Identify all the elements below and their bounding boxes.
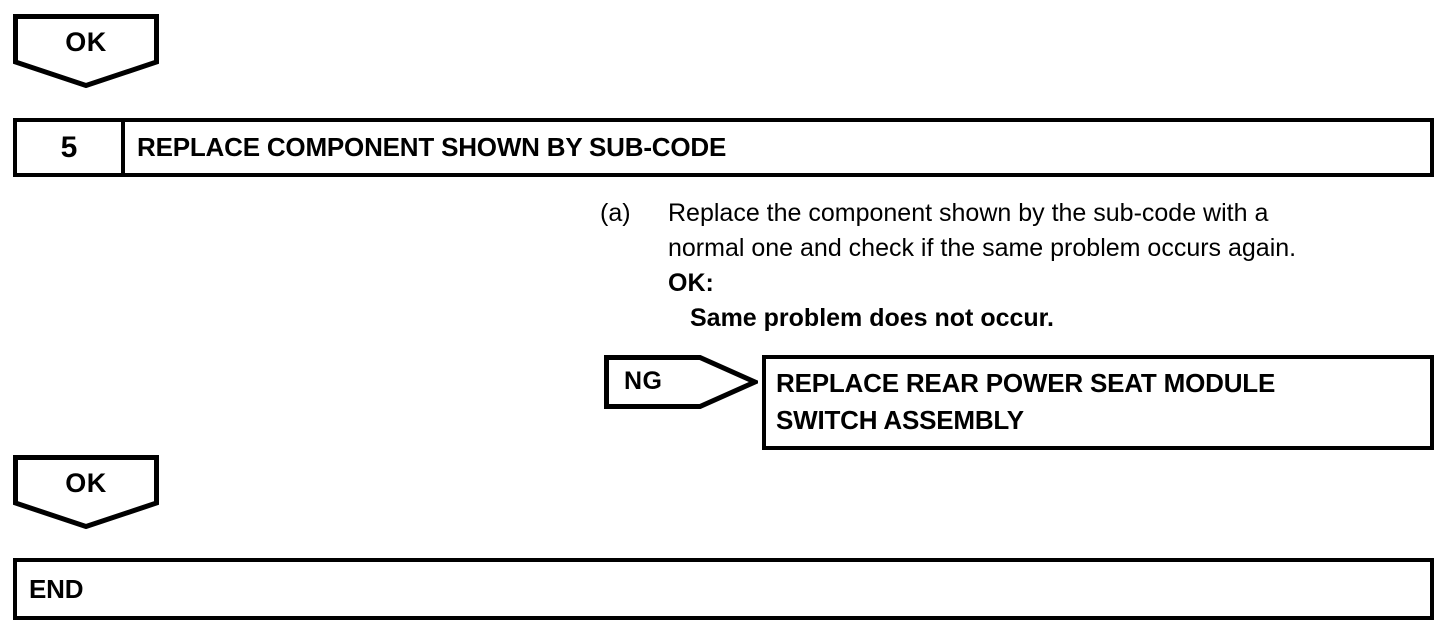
step-number: 5: [60, 130, 78, 164]
procedure-line-2: normal one and check if the same problem…: [668, 234, 1297, 262]
step-number-cell: 5: [13, 118, 125, 177]
ng-result-line-1: REPLACE REAR POWER SEAT MODULE: [776, 368, 1276, 398]
procedure-item-a: (a) Replace the component shown by the s…: [600, 196, 1456, 336]
procedure-text: Replace the component shown by the sub-c…: [668, 196, 1456, 336]
procedure-line-1: Replace the component shown by the sub-c…: [668, 199, 1269, 227]
connector-ok-bottom-label: OK: [65, 468, 107, 498]
pentagon-down-icon: [13, 455, 159, 529]
procedure-result-label: OK:: [668, 269, 714, 297]
procedure-block: (a) Replace the component shown by the s…: [600, 196, 1456, 336]
procedure-marker: (a): [600, 199, 631, 227]
connector-ng: NG: [604, 355, 758, 409]
step-title: REPLACE COMPONENT SHOWN BY SUB-CODE: [137, 132, 727, 162]
ng-result-box: REPLACE REAR POWER SEAT MODULE SWITCH AS…: [762, 355, 1434, 450]
pentagon-down-icon: [13, 14, 159, 88]
connector-ok-top: OK: [13, 14, 159, 88]
connector-ok-top-label: OK: [65, 27, 107, 57]
end-label: END: [29, 573, 84, 604]
connector-ng-label: NG: [624, 367, 663, 395]
end-box: END: [13, 558, 1434, 620]
connector-ok-bottom: OK: [13, 455, 159, 529]
ng-result-line-2: SWITCH ASSEMBLY: [776, 405, 1024, 435]
pentagon-right-icon: [604, 355, 758, 409]
step-title-cell: REPLACE COMPONENT SHOWN BY SUB-CODE: [125, 118, 1434, 177]
procedure-result-detail: Same problem does not occur.: [690, 304, 1054, 332]
step-header-bar: 5 REPLACE COMPONENT SHOWN BY SUB-CODE: [13, 118, 1434, 177]
